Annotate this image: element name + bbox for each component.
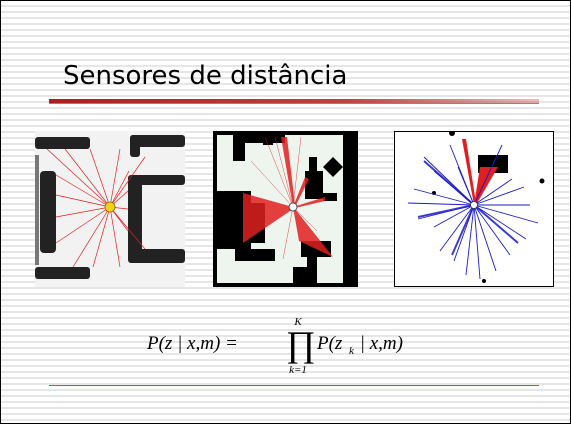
title-underline [49,99,539,103]
formula-graphic: P(z | x,m) = K ∏ k=1 P(z k | x,m) [147,316,403,375]
formula-lhs: P(z | x,m) = [147,333,238,354]
formula-rhs-prefix: P(z [316,333,343,354]
range-readings-image [394,131,554,287]
sonar-beams-graphic [35,131,185,287]
formula-product-upper: K [293,316,302,328]
slide-title: Sensores de distância [63,61,348,91]
title-underline-thin [49,103,539,104]
sonar-beams-image [35,131,185,287]
formula-product-lower: k=1 [289,364,307,375]
red-rays [462,139,498,205]
formula-rhs-subscript: k [349,345,355,357]
robot-icon [104,201,116,213]
bottom-divider [49,385,539,386]
laser-scan-graphic [213,131,358,287]
laser-scan-image [213,131,358,287]
robot-icon [288,202,298,212]
formula-rhs-suffix: | x,m) [355,333,403,354]
formula-product-symbol: ∏ [286,324,316,364]
robot-icon [470,201,478,209]
laser-fan [243,137,333,257]
range-readings-graphic [394,131,554,287]
sensor-model-formula: P(z | x,m) = K ∏ k=1 P(z k | x,m) [147,313,427,375]
